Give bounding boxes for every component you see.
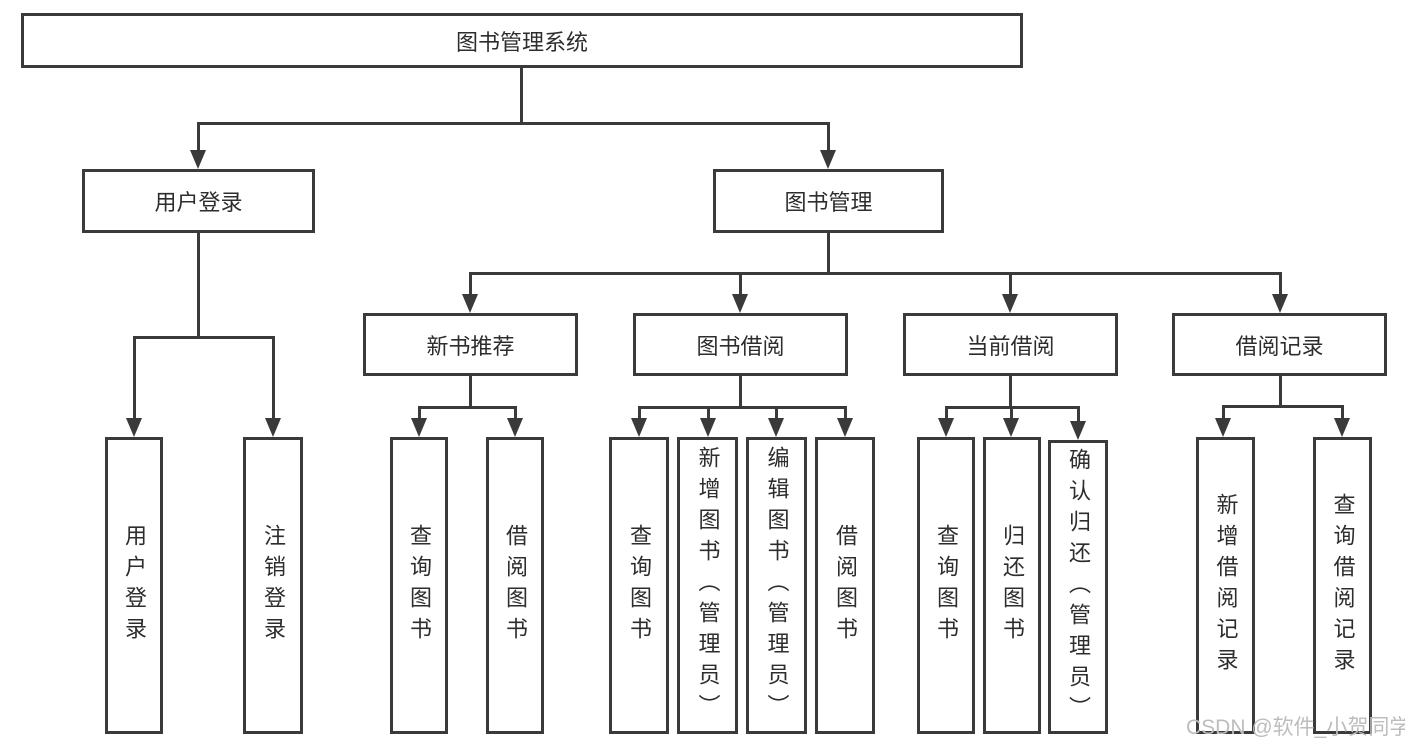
node-new-book-recommend: 新书推荐: [363, 313, 578, 376]
arrow-down-icon: [190, 150, 206, 169]
connector-drop: [197, 122, 200, 152]
node-label: 借阅图书: [833, 523, 858, 648]
leaf-add-borrow-record: 新增借阅记录: [1196, 437, 1255, 734]
leaf-edit-book-admin: 编辑图书（管理员）: [746, 437, 807, 734]
arrow-down-icon: [837, 418, 853, 437]
connector-drop: [827, 122, 830, 152]
arrow-down-icon: [1215, 418, 1231, 437]
csdn-watermark: CSDN @软件_小贺同学: [1186, 716, 1405, 739]
node-book-management: 图书管理: [713, 169, 944, 233]
node-label: 图书借阅: [696, 333, 785, 359]
arrow-down-icon: [411, 418, 427, 437]
arrow-down-icon: [1003, 418, 1019, 437]
node-label: 新书推荐: [426, 333, 515, 359]
connector-borrowrec-bus: [1222, 405, 1344, 408]
node-book-borrowing: 图书借阅: [633, 313, 848, 376]
connector-drop: [1222, 405, 1225, 420]
node-label: 注销登录: [261, 523, 286, 648]
arrow-down-icon: [1002, 294, 1018, 313]
connector-drop: [1341, 405, 1344, 420]
node-current-borrowing: 当前借阅: [903, 313, 1118, 376]
node-label: 新增借阅记录: [1213, 492, 1239, 679]
arrow-down-icon: [768, 418, 784, 437]
connector-level3-bus: [469, 272, 1282, 275]
connector-drop: [1077, 406, 1080, 422]
connector-root-stem: [520, 66, 523, 122]
arrow-down-icon: [1334, 418, 1350, 437]
connector-drop: [1009, 272, 1012, 295]
leaf-user-login: 用户登录: [105, 437, 163, 734]
connector-userlogin-bus: [133, 336, 275, 339]
leaf-newrec-borrow-books: 借阅图书: [486, 437, 544, 734]
leaf-confirm-return-admin: 确认归还（管理员）: [1048, 440, 1108, 734]
connector-drop: [133, 336, 136, 419]
node-label: 当前借阅: [966, 333, 1055, 359]
node-label: 确认归还（管理员）: [1066, 447, 1091, 727]
leaf-curborrow-query-books: 查询图书: [917, 437, 975, 734]
leaf-return-books: 归还图书: [983, 437, 1041, 734]
arrow-down-icon: [1272, 294, 1288, 313]
connector-drop: [514, 406, 517, 420]
node-borrowing-records: 借阅记录: [1172, 313, 1387, 376]
connector-drop: [418, 406, 421, 420]
connector-newrec-bus: [418, 406, 517, 409]
node-label: 新增图书（管理员）: [695, 446, 721, 725]
node-label: 查询图书: [934, 523, 959, 648]
node-library-management-system: 图书管理系统: [21, 13, 1023, 68]
node-label: 用户登录: [154, 190, 243, 215]
connector-drop: [707, 406, 710, 420]
connector-drop: [638, 406, 641, 420]
node-label: 编辑图书（管理员）: [764, 446, 790, 725]
connector-drop: [844, 406, 847, 420]
leaf-newrec-query-books: 查询图书: [390, 437, 448, 734]
leaf-bookborrow-query-books: 查询图书: [609, 437, 669, 734]
arrow-down-icon: [732, 294, 748, 313]
node-label: 归还图书: [1000, 523, 1025, 648]
node-label: 查询图书: [407, 523, 432, 648]
arrow-down-icon: [1070, 421, 1086, 440]
connector-drop: [1279, 272, 1282, 295]
leaf-bookborrow-borrow-books: 借阅图书: [815, 437, 875, 734]
connector-newrec-stem: [469, 376, 472, 408]
arrow-down-icon: [265, 418, 281, 437]
node-label: 借阅图书: [503, 523, 528, 648]
leaf-logout: 注销登录: [243, 437, 303, 734]
arrow-down-icon: [507, 418, 523, 437]
arrow-down-icon: [700, 418, 716, 437]
node-label: 图书管理: [784, 190, 873, 215]
arrow-down-icon: [938, 418, 954, 437]
node-label: 借阅记录: [1235, 333, 1324, 359]
connector-drop: [272, 336, 275, 419]
connector-userlogin-stem: [197, 233, 200, 336]
node-label: 查询图书: [627, 523, 652, 648]
connector-drop: [945, 406, 948, 420]
connector-root-bus: [197, 122, 830, 125]
node-label: 用户登录: [122, 523, 147, 648]
connector-drop: [775, 406, 778, 420]
node-label: 图书管理系统: [455, 29, 588, 55]
connector-bookborrow-stem: [739, 376, 742, 408]
arrow-down-icon: [462, 294, 478, 313]
connector-drop: [469, 272, 472, 295]
node-user-login: 用户登录: [82, 169, 315, 233]
leaf-query-borrow-record: 查询借阅记录: [1313, 437, 1372, 734]
arrow-down-icon: [631, 418, 647, 437]
connector-borrowrec-stem: [1279, 376, 1282, 408]
connector-drop: [739, 272, 742, 295]
connector-bookborrow-bus: [638, 406, 847, 409]
connector-curborrow-stem: [1009, 376, 1012, 408]
arrow-down-icon: [126, 418, 142, 437]
leaf-add-book-admin: 新增图书（管理员）: [677, 437, 738, 734]
arrow-down-icon: [820, 150, 836, 169]
connector-drop: [1010, 406, 1013, 420]
connector-bookmgmt-stem: [827, 233, 830, 274]
node-label: 查询借阅记录: [1330, 492, 1356, 679]
